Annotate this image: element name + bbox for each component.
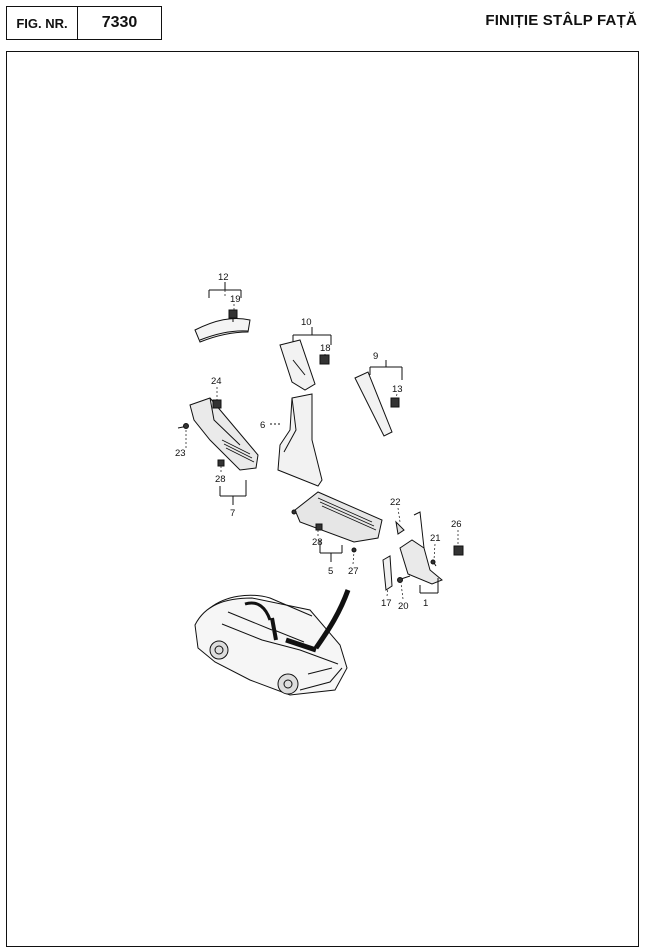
callout-24: 24 [211, 376, 222, 387]
part-9-pillar-trim [354, 371, 393, 437]
diagram-frame [6, 51, 639, 947]
part-20-screw [397, 575, 411, 583]
part-1-kick-panel [399, 511, 443, 585]
callout-27: 27 [348, 566, 359, 577]
part-10-upper-pillar-trim [279, 339, 316, 391]
part-17-trim [382, 555, 393, 591]
part-21-clip [430, 559, 437, 567]
callout-7: 7 [230, 508, 235, 519]
part-12-header-trim [194, 317, 251, 343]
callout-17: 17 [381, 598, 392, 609]
callout-1: 1 [423, 598, 428, 609]
bracket-5 [319, 540, 343, 562]
callout-28-b: 28 [312, 537, 323, 548]
callout-22: 22 [390, 497, 401, 508]
bracket-9 [369, 360, 403, 380]
callout-13: 13 [392, 384, 403, 395]
callout-5: 5 [328, 566, 333, 577]
figure-label: FIG. NR. [7, 7, 78, 39]
bracket-10 [292, 327, 332, 345]
part-13-clip [390, 397, 400, 408]
callout-labels: 12 19 10 18 9 13 24 6 23 28 7 22 26 21 2… [175, 272, 462, 612]
callout-6: 6 [260, 420, 265, 431]
figure-number-box: FIG. NR. 7330 [6, 6, 162, 40]
callout-28-a: 28 [215, 474, 226, 485]
part-7-sill-trim [189, 397, 259, 471]
callout-23: 23 [175, 448, 186, 459]
callout-9: 9 [373, 351, 378, 362]
part-22-clip [395, 520, 405, 535]
figure-number: 7330 [101, 14, 138, 31]
part-27-clip [351, 547, 357, 553]
car-illustration [194, 589, 351, 696]
part-6-pillar-trim [270, 393, 323, 487]
part-24-clip [212, 399, 222, 409]
part-18-clip [319, 354, 330, 365]
part-19-clip [228, 309, 238, 322]
part-28-clip-b [315, 523, 323, 531]
part-28-clip-a [217, 459, 225, 467]
callout-20: 20 [398, 601, 409, 612]
callout-26: 26 [451, 519, 462, 530]
part-5-sill-plate [291, 491, 383, 543]
leader-lines [185, 282, 459, 600]
callout-10: 10 [301, 317, 312, 328]
callout-19: 19 [230, 294, 241, 305]
part-26-clip [453, 545, 464, 556]
callout-12: 12 [218, 272, 229, 283]
bracket-7 [219, 480, 247, 505]
page-title: FINIȚIE STÂLP FAȚĂ [485, 12, 637, 29]
bracket-1 [419, 578, 439, 594]
callout-21: 21 [430, 533, 441, 544]
callout-18: 18 [320, 343, 331, 354]
part-23-screw [177, 423, 189, 429]
